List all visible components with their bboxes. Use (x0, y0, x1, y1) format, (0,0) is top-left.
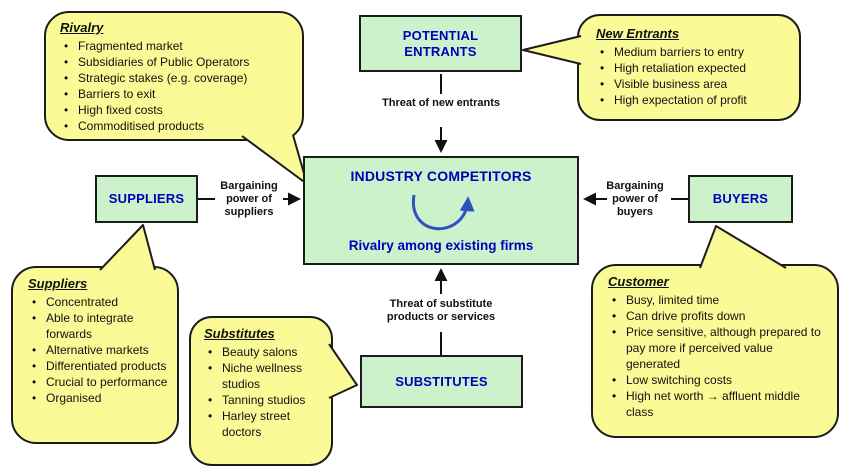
list-item: Subsidiaries of Public Operators (60, 54, 296, 70)
list-item: Alternative markets (28, 342, 170, 358)
label-threat-substitutes: Threat of substitute products or service… (386, 298, 496, 323)
callout-customer-tail (699, 225, 787, 269)
list-item: Strategic stakes (e.g. coverage) (60, 70, 296, 86)
list-item: Commoditised products (60, 118, 296, 134)
label-bargaining-power-buyers: Bargaining power of buyers (606, 180, 664, 218)
list-item: Niche wellness studios (204, 360, 324, 392)
callout-rivalry-list: Fragmented market Subsidiaries of Public… (60, 38, 296, 134)
callout-new-entrants: New Entrants Medium barriers to entry Hi… (596, 26, 792, 108)
industry-competitors-subtitle: Rivalry among existing firms (348, 238, 534, 253)
callout-new-entrants-tail (522, 35, 582, 65)
callout-customer-title: Customer (608, 274, 669, 289)
box-potential-entrants: POTENTIAL ENTRANTS (359, 15, 522, 72)
list-item: High retaliation expected (596, 60, 792, 76)
callout-substitutes-title: Substitutes (204, 326, 275, 341)
callout-customer: Customer Busy, limited time Can drive pr… (608, 274, 826, 420)
list-item: High net worth → affluent middle class (608, 388, 826, 420)
box-suppliers-label: SUPPLIERS (108, 191, 185, 206)
list-item: Medium barriers to entry (596, 44, 792, 60)
list-item: Organised (28, 390, 170, 406)
list-item: High fixed costs (60, 102, 296, 118)
list-item: Visible business area (596, 76, 792, 92)
list-item: Fragmented market (60, 38, 296, 54)
callout-rivalry-tail (241, 134, 308, 185)
box-buyers-label: BUYERS (712, 191, 769, 206)
list-item: Differentiated products (28, 358, 170, 374)
list-item: Tanning studios (204, 392, 324, 408)
list-item: Can drive profits down (608, 308, 826, 324)
list-item: Price sensitive, although prepared to pa… (608, 324, 826, 372)
callout-suppliers: Suppliers Concentrated Able to integrate… (28, 276, 170, 406)
box-buyers: BUYERS (688, 175, 793, 223)
callout-rivalry-title: Rivalry (60, 20, 104, 35)
list-item: Busy, limited time (608, 292, 826, 308)
list-item: Low switching costs (608, 372, 826, 388)
box-industry-competitors: INDUSTRY COMPETITORS Rivalry among exist… (303, 156, 579, 265)
list-item: Able to integrate forwards (28, 310, 170, 342)
list-item: Crucial to performance (28, 374, 170, 390)
callout-substitutes-tail (328, 343, 358, 399)
list-item: High expectation of profit (596, 92, 792, 108)
list-item: Barriers to exit (60, 86, 296, 102)
rivalry-cycle-arrow-icon (412, 194, 475, 230)
box-suppliers: SUPPLIERS (95, 175, 198, 223)
callout-suppliers-tail (99, 224, 156, 271)
list-item: Beauty salons (204, 344, 324, 360)
callout-customer-list: Busy, limited time Can drive profits dow… (608, 292, 826, 420)
list-item: Harley street doctors (204, 408, 324, 440)
callout-new-entrants-list: Medium barriers to entry High retaliatio… (596, 44, 792, 108)
callout-rivalry: Rivalry Fragmented market Subsidiaries o… (60, 20, 296, 134)
callout-substitutes: Substitutes Beauty salons Niche wellness… (204, 326, 324, 440)
industry-competitors-title: INDUSTRY COMPETITORS (350, 168, 532, 184)
callout-new-entrants-title: New Entrants (596, 26, 680, 41)
list-item: Concentrated (28, 294, 170, 310)
box-substitutes-label: SUBSTITUTES (395, 373, 488, 389)
label-threat-new-entrants: Threat of new entrants (382, 97, 500, 109)
callout-suppliers-title: Suppliers (28, 276, 88, 291)
callout-suppliers-list: Concentrated Able to integrate forwards … (28, 294, 170, 406)
box-potential-entrants-label: POTENTIAL ENTRANTS (402, 27, 479, 59)
callout-substitutes-list: Beauty salons Niche wellness studios Tan… (204, 344, 324, 440)
box-substitutes: SUBSTITUTES (360, 355, 523, 408)
label-bargaining-power-suppliers: Bargaining power of suppliers (220, 180, 278, 218)
